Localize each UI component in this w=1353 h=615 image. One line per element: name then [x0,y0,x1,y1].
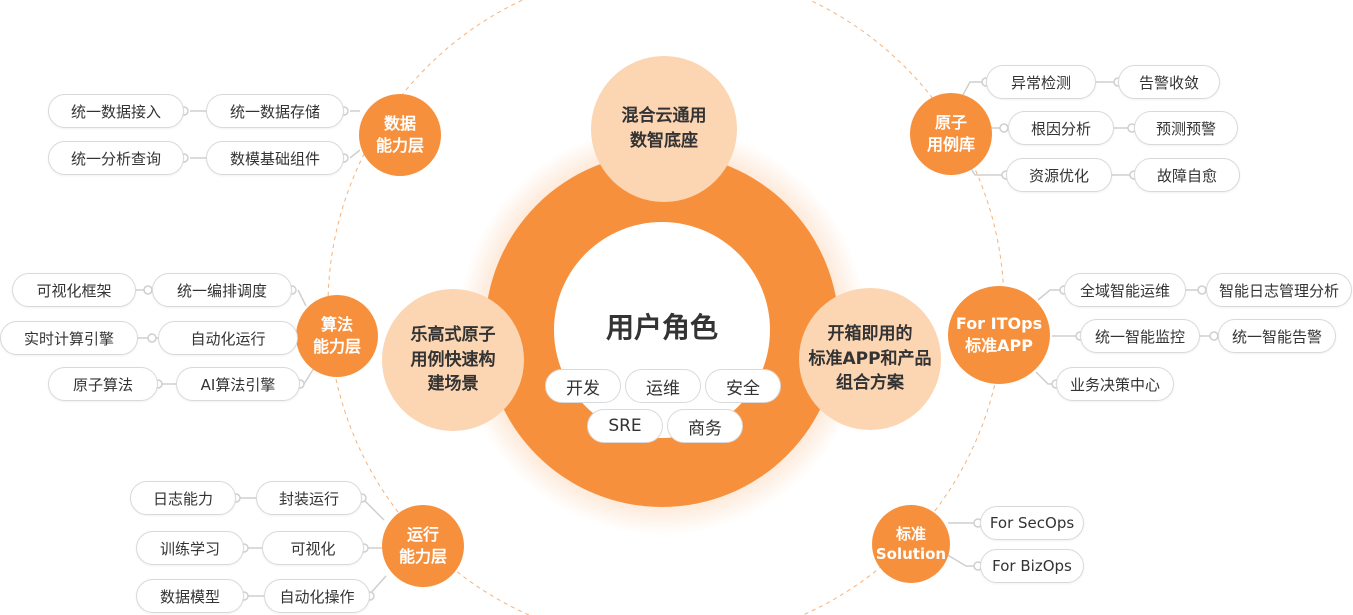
item-anomaly-detection[interactable]: 异常检测 [986,65,1096,99]
hub-data-layer-line2: 能力层 [375,136,424,155]
hub-algo-layer-line1: 算法 [320,315,353,335]
item-resource-optimization[interactable]: 资源优化 [1006,158,1112,192]
item-unified-data-storage[interactable]: 统一数据存储 [206,94,344,128]
hub-run-layer-line1: 运行 [406,525,439,545]
hub-data-layer-line1: 数据 [383,114,416,134]
role-security[interactable]: 安全 [705,369,781,403]
item-visualization[interactable]: 可视化 [262,531,364,565]
node-hybrid-cloud-base-line1: 混合云通用 [621,106,707,127]
item-automated-operations[interactable]: 自动化操作 [264,579,370,613]
role-developer[interactable]: 开发 [545,369,621,403]
hub-atomic-lib-line2: 用例库 [926,135,975,154]
item-unified-orchestration[interactable]: 统一编排调度 [152,273,292,307]
hub-itops-app: For ITOps 标准APP [948,286,1050,384]
item-unified-analytics-query[interactable]: 统一分析查询 [48,141,184,175]
item-ai-algorithm-engine[interactable]: AI算法引擎 [176,367,300,401]
item-log-capability[interactable]: 日志能力 [130,481,236,515]
node-standard-app-line1: 开箱即用的 [827,324,913,345]
item-unified-intelligent-monitoring[interactable]: 统一智能监控 [1080,319,1200,353]
item-datamodel-base-components[interactable]: 数模基础组件 [206,141,344,175]
hub-data-layer: 数据 能力层 [359,94,441,176]
item-unified-data-ingest[interactable]: 统一数据接入 [48,94,184,128]
node-lego-atomic-cases: 乐高式原子 用例快速构 建场景 [382,289,524,431]
item-intelligent-log-management[interactable]: 智能日志管理分析 [1206,273,1352,307]
hub-run-layer: 运行 能力层 [382,505,464,587]
item-training-learning[interactable]: 训练学习 [136,531,244,565]
item-business-decision-center[interactable]: 业务决策中心 [1056,367,1174,401]
item-automation-runtime[interactable]: 自动化运行 [158,321,298,355]
hub-algo-layer: 算法 能力层 [296,295,378,377]
hub-atomic-lib-line1: 原子 [934,113,967,133]
hub-algo-layer-line2: 能力层 [312,337,361,356]
hub-solution: 标准 Solution [872,505,950,583]
node-lego-line1: 乐高式原子 [410,325,496,346]
hub-itops-line2: 标准APP [965,336,1033,355]
item-predictive-warning[interactable]: 预测预警 [1134,111,1238,145]
item-alert-convergence[interactable]: 告警收敛 [1118,65,1220,99]
hub-run-layer-line2: 能力层 [398,547,447,566]
role-business[interactable]: 商务 [667,409,743,443]
node-standard-app-line3: 组合方案 [836,373,904,394]
hub-solution-line2: Solution [875,545,947,563]
item-for-bizops[interactable]: For BizOps [980,549,1084,583]
node-hybrid-cloud-base-line2: 数智底座 [630,131,698,151]
item-unified-intelligent-alerting[interactable]: 统一智能告警 [1218,319,1336,353]
hub-solution-line1: 标准 [895,524,926,543]
item-global-intelligent-ops[interactable]: 全域智能运维 [1064,273,1186,307]
item-for-secops[interactable]: For SecOps [980,506,1084,540]
node-lego-line3: 建场景 [427,374,479,395]
item-root-cause-analysis[interactable]: 根因分析 [1008,111,1114,145]
node-standard-app-line2: 标准APP和产品 [808,348,932,369]
hub-itops-line1: For ITOps [955,314,1043,334]
item-encapsulated-runtime[interactable]: 封装运行 [256,481,362,515]
center-title: 用户角色 [605,311,718,344]
node-lego-line2: 用例快速构 [410,349,496,370]
item-fault-self-healing[interactable]: 故障自愈 [1134,158,1240,192]
node-standard-app-bundle: 开箱即用的 标准APP和产品 组合方案 [799,288,941,430]
hub-atomic-lib: 原子 用例库 [910,93,992,175]
item-visualization-framework[interactable]: 可视化框架 [12,273,136,307]
role-operations[interactable]: 运维 [625,369,701,403]
role-sre[interactable]: SRE [587,409,663,443]
item-data-model[interactable]: 数据模型 [136,579,244,613]
item-realtime-compute-engine[interactable]: 实时计算引擎 [0,321,138,355]
node-hybrid-cloud-base: 混合云通用 数智底座 [591,56,737,202]
item-atomic-algorithms[interactable]: 原子算法 [48,367,158,401]
